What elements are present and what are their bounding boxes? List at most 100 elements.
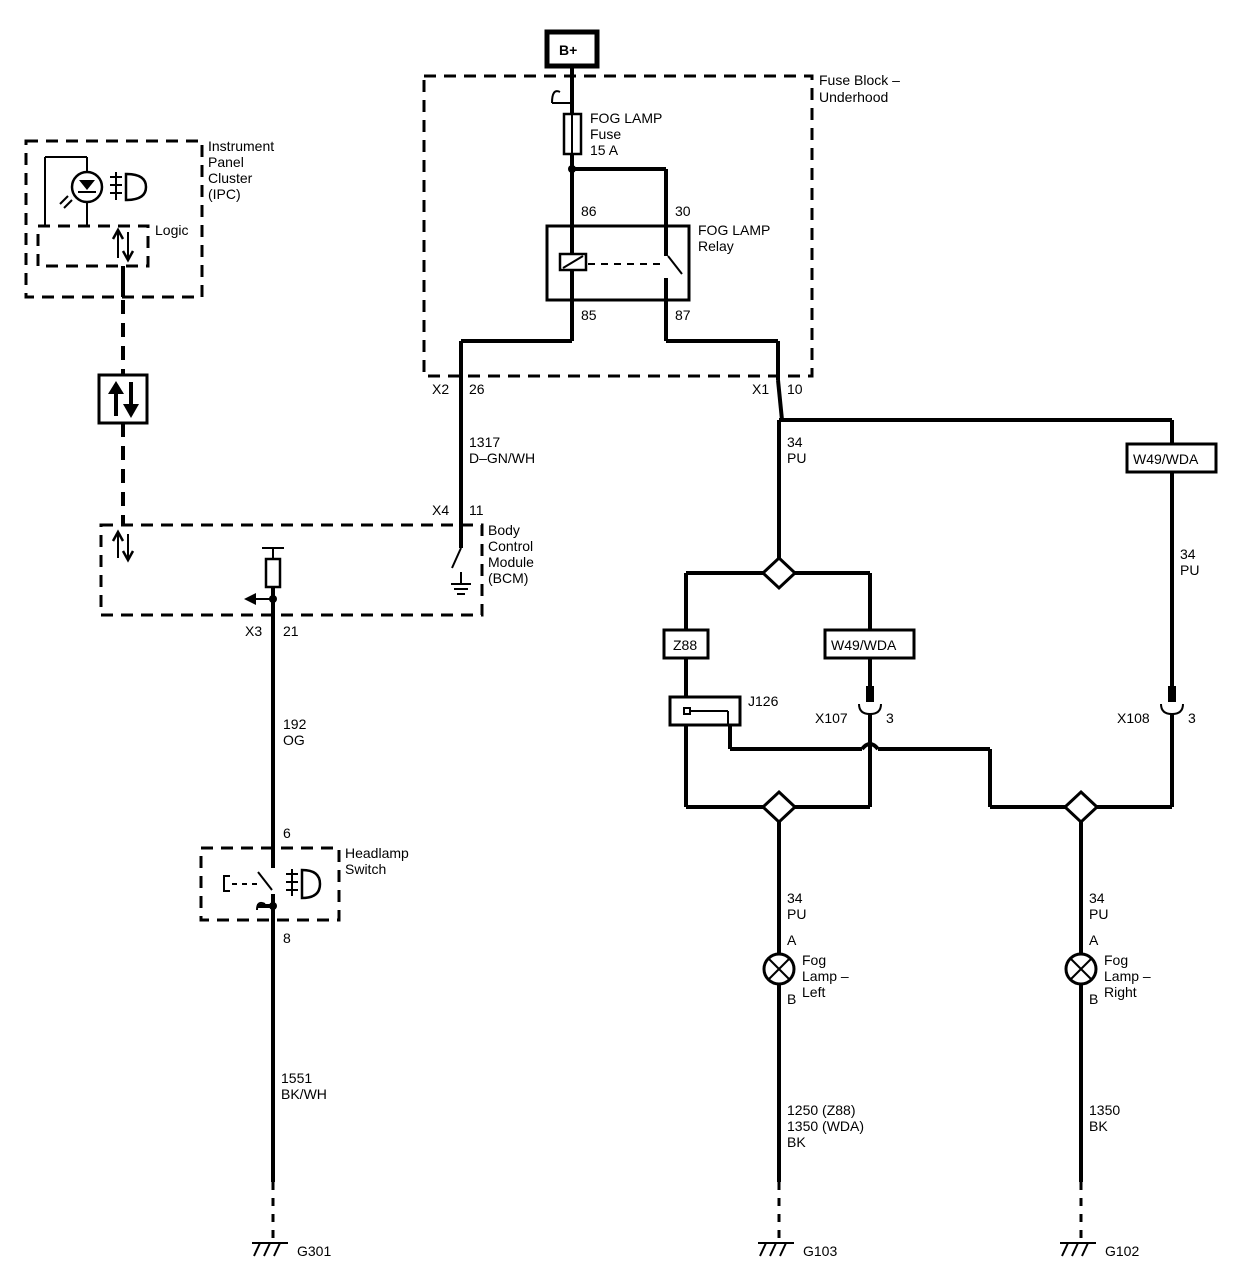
wire-192-color: OG — [283, 732, 305, 748]
fuse-label-2: Fuse — [590, 126, 621, 142]
wire-34-pu-right-top-color: PU — [1180, 562, 1199, 578]
battery-power-source: B+ — [544, 29, 600, 97]
connector-x1-pin: 10 — [787, 381, 803, 397]
fog-lamp-right-label: Fog — [1104, 952, 1128, 968]
fog-lamp-right-pin-a: A — [1089, 932, 1099, 948]
relay-label-2: Relay — [698, 238, 734, 254]
option-tag-w49-top: W49/WDA — [1125, 442, 1218, 474]
wire-34-pu-right-color: PU — [1089, 906, 1108, 922]
serial-data-icon — [97, 373, 149, 425]
connector-x2-pin: 26 — [469, 381, 485, 397]
jumper-j126: J126 — [668, 693, 779, 727]
bcm-connector-x3-pin: 21 — [283, 623, 299, 639]
bcm-connector-x4-pin: 11 — [469, 502, 484, 518]
wire-34-pu-left: 34 — [787, 890, 803, 906]
headlamp-switch-pin-8: 8 — [283, 930, 291, 946]
ground-g103-icon: G103 — [758, 1242, 837, 1259]
wire-left-ground-color: BK — [787, 1134, 806, 1150]
fog-lamp-right-label-3: Right — [1104, 984, 1137, 1000]
connector-x107: X107 3 — [815, 686, 894, 726]
relay-pin-87: 87 — [675, 307, 691, 323]
ground-g103-label: G103 — [803, 1243, 837, 1259]
fog-lamp-left-pin-a: A — [787, 932, 797, 948]
wire-34-pu-right-top: 34 — [1180, 546, 1196, 562]
fog-lamp-right-label-2: Lamp – — [1104, 968, 1151, 984]
ground-g102-icon: G102 — [1060, 1242, 1139, 1259]
headlamp-symbol-icon — [286, 868, 322, 900]
connector-x108-label: X108 — [1117, 710, 1150, 726]
relay-pin-85: 85 — [581, 307, 597, 323]
fog-light-symbol-icon — [110, 172, 148, 202]
wire-1551-number: 1551 — [281, 1070, 312, 1086]
option-tag-z88: Z88 — [662, 628, 710, 660]
bcm-data-arrows-icon — [111, 529, 135, 563]
wire-1317-color: D–GN/WH — [469, 450, 535, 466]
option-tag-w49-mid: W49/WDA — [823, 628, 916, 660]
wire-1551-color: BK/WH — [281, 1086, 327, 1102]
fog-lamp-left-label: Fog — [802, 952, 826, 968]
fog-lamp-relay: 86 30 FOG LAMP Relay 85 87 — [545, 203, 770, 323]
relay-pin-86: 86 — [581, 203, 597, 219]
relay-pin-30: 30 — [675, 203, 691, 219]
ground-g301-icon: G301 — [252, 1242, 331, 1259]
bcm-relay-driver-icon — [451, 547, 471, 595]
jumper-j126-label: J126 — [748, 693, 779, 709]
fuse-block-title: Fuse Block – — [819, 72, 900, 88]
relay-label: FOG LAMP — [698, 222, 770, 238]
wire-right-ground-color: BK — [1089, 1118, 1108, 1134]
bcm-title-3: Module — [488, 554, 534, 570]
battery-label: B+ — [559, 42, 577, 58]
connector-x1: X1 — [752, 381, 769, 397]
bcm-connector-x3: X3 — [245, 623, 262, 639]
ipc-title-4: (IPC) — [208, 186, 241, 202]
fog-lamp-right-pin-b: B — [1089, 991, 1098, 1007]
splice-upper — [760, 555, 798, 591]
headlamp-switch-title: Headlamp — [345, 845, 409, 861]
wire-34-pu-right: 34 — [1089, 890, 1105, 906]
wire-34-pu-center-color: PU — [787, 450, 806, 466]
connector-x108-pin: 3 — [1188, 710, 1196, 726]
ipc-title-2: Panel — [208, 154, 244, 170]
ground-g102-label: G102 — [1105, 1243, 1139, 1259]
connector-x107-pin: 3 — [886, 710, 894, 726]
bcm-switch-input-icon — [244, 547, 284, 625]
splice-right — [1062, 789, 1100, 825]
fuse-block-underhood: Fuse Block – Underhood FOG LAMP Fuse 15 … — [422, 72, 900, 397]
headlamp-switch-title-2: Switch — [345, 861, 386, 877]
option-tag-w49-top-label: W49/WDA — [1133, 451, 1199, 467]
fog-lamp-left: A Fog Lamp – Left B — [762, 932, 849, 1007]
connector-x2: X2 — [432, 381, 449, 397]
wire-1317-number: 1317 — [469, 434, 500, 450]
wire-34-pu-left-color: PU — [787, 906, 806, 922]
fog-lamp-indicator-icon — [44, 156, 104, 226]
connector-x108: X108 3 — [1117, 686, 1196, 726]
headlamp-switch-pin-6: 6 — [283, 825, 291, 841]
fog-lamp-left-label-2: Lamp – — [802, 968, 849, 984]
ipc-data-arrows-icon — [111, 227, 135, 263]
wire-left-ground: 1250 (Z88) — [787, 1102, 855, 1118]
fuse-block-title-2: Underhood — [819, 89, 888, 105]
instrument-panel-cluster: Instrument Panel Cluster (IPC) Logic — [24, 138, 274, 299]
wire-192-number: 192 — [283, 716, 307, 732]
headlamp-switch: 6 Headlamp Switch 8 — [199, 825, 409, 946]
connector-x107-label: X107 — [815, 710, 848, 726]
bcm-title-2: Control — [488, 538, 533, 554]
wire-34-pu-center: 34 — [787, 434, 803, 450]
fog-lamp-left-pin-b: B — [787, 991, 796, 1007]
ipc-logic-label: Logic — [155, 222, 188, 238]
bcm-connector-x4: X4 — [432, 502, 449, 518]
ground-g301-label: G301 — [297, 1243, 331, 1259]
fuse-rating: 15 A — [590, 142, 619, 158]
ipc-title: Instrument — [208, 138, 274, 154]
splice-left — [760, 789, 798, 825]
fog-lamp-right: A Fog Lamp – Right B — [1064, 932, 1151, 1007]
ipc-title-3: Cluster — [208, 170, 253, 186]
option-tag-w49-mid-label: W49/WDA — [831, 637, 897, 653]
body-control-module: Body Control Module (BCM) X4 11 — [99, 502, 534, 639]
bcm-title: Body — [488, 522, 520, 538]
fog-lamp-left-label-3: Left — [802, 984, 825, 1000]
wire-left-ground-2: 1350 (WDA) — [787, 1118, 864, 1134]
fog-lamp-fuse: FOG LAMP Fuse 15 A — [562, 110, 662, 158]
fuse-label: FOG LAMP — [590, 110, 662, 126]
